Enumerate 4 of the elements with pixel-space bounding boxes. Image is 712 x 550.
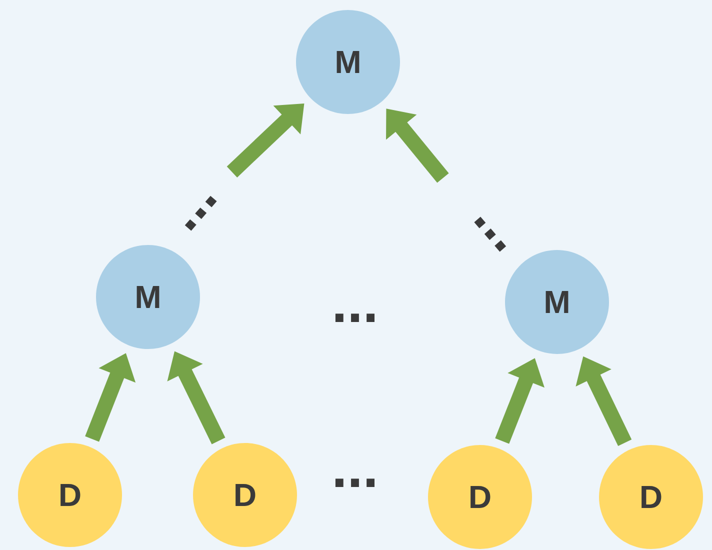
ellipsis: ... bbox=[184, 196, 217, 231]
ellipsis: ... bbox=[335, 478, 374, 487]
ellipsis: ... bbox=[474, 216, 506, 252]
ellipsis: ... bbox=[335, 314, 374, 322]
